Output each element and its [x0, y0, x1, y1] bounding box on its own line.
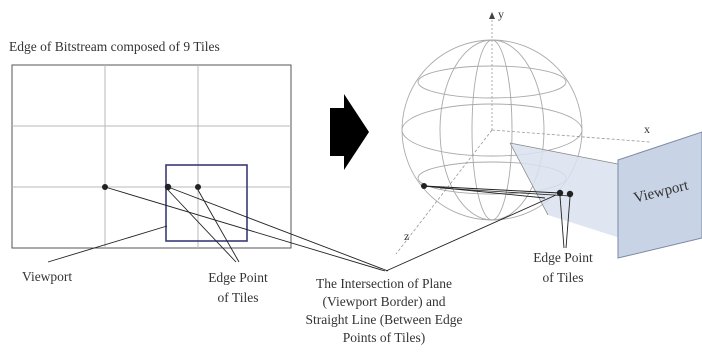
axis-x-line — [491, 129, 651, 143]
right-edge-point-label-line1: Edge Point — [533, 250, 593, 265]
view-frustum-fill — [510, 143, 628, 238]
projected-line-3 — [439, 187, 571, 197]
pointer-right-edge-b — [565, 196, 571, 249]
bitstream-title: Edge of Bitstream composed of 9 Tiles — [9, 39, 220, 54]
pointer-right-edge-a — [559, 195, 565, 249]
intersection-point-left — [421, 183, 427, 189]
caption-line-2: (Viewport Border) and — [323, 294, 446, 309]
caption-line-3: Straight Line (Between Edge — [305, 312, 462, 327]
bitstream-frame — [11, 64, 292, 249]
viewport-box — [165, 164, 248, 242]
pointer-edge-point-b — [197, 189, 240, 263]
right-edge-point-label-line2: of Tiles — [543, 270, 584, 285]
intersection-point-b — [566, 190, 574, 198]
caption-line-1: The Intersection of Plane — [316, 276, 452, 291]
frustum-edge-1 — [509, 142, 629, 167]
viewport-plane — [617, 131, 702, 259]
projection-line-left — [104, 186, 386, 272]
edge-point-label-line1: Edge Point — [208, 270, 268, 285]
axis-x-label: x — [644, 122, 650, 136]
pointer-viewport-label — [47, 225, 168, 263]
tile-grid — [11, 64, 292, 249]
pointer-edge-point-a — [167, 189, 237, 263]
intersection-point-a — [556, 189, 564, 197]
intersection-caption: The Intersection of Plane (Viewport Bord… — [305, 276, 462, 345]
axis-z-line — [395, 129, 493, 255]
viewport-label: Viewport — [22, 269, 72, 284]
edge-point-label-line2: of Tiles — [218, 290, 259, 305]
projected-line-1 — [423, 185, 561, 194]
caption-line-4: Points of Tiles) — [343, 330, 426, 345]
axis-y-label: y — [498, 7, 504, 21]
axis-z-label: z — [404, 229, 409, 243]
frustum-edge-2 — [509, 142, 549, 216]
right-arrow-icon — [330, 94, 369, 170]
pointer-caption — [385, 194, 557, 272]
edge-point-middle — [195, 184, 201, 190]
axis-y-arrowhead — [489, 12, 495, 19]
projection-line-right — [167, 186, 389, 272]
